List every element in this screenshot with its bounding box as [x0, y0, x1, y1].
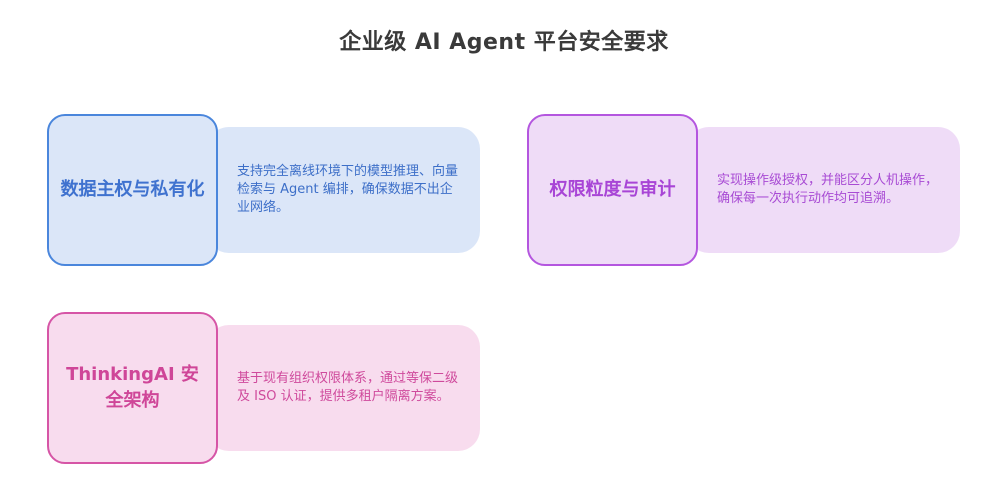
card-description: 基于现有组织权限体系，通过等保二级及 ISO 认证，提供多租户隔离方案。 [237, 371, 459, 404]
card-description: 实现操作级授权，并能区分人机操作，确保每一次执行动作均可追溯。 [717, 173, 939, 206]
card-heading-box: 权限粒度与审计 [527, 114, 698, 266]
card-description-panel: 实现操作级授权，并能区分人机操作，确保每一次执行动作均可追溯。 [687, 127, 960, 253]
card-heading-box: ThinkingAI 安全架构 [47, 312, 218, 464]
card-description-panel: 基于现有组织权限体系，通过等保二级及 ISO 认证，提供多租户隔离方案。 [207, 325, 480, 451]
card-heading: 权限粒度与审计 [549, 179, 676, 200]
card-heading: ThinkingAI 安全架构 [66, 364, 199, 411]
diagram-title: 企业级 AI Agent 平台安全要求 [339, 30, 669, 55]
card-heading-box: 数据主权与私有化 [47, 114, 218, 266]
card-description-panel: 支持完全离线环境下的模型推理、向量检索与 Agent 编排，确保数据不出企业网络… [207, 127, 480, 253]
card-description: 支持完全离线环境下的模型推理、向量检索与 Agent 编排，确保数据不出企业网络… [237, 164, 459, 215]
card-heading: 数据主权与私有化 [60, 179, 205, 200]
